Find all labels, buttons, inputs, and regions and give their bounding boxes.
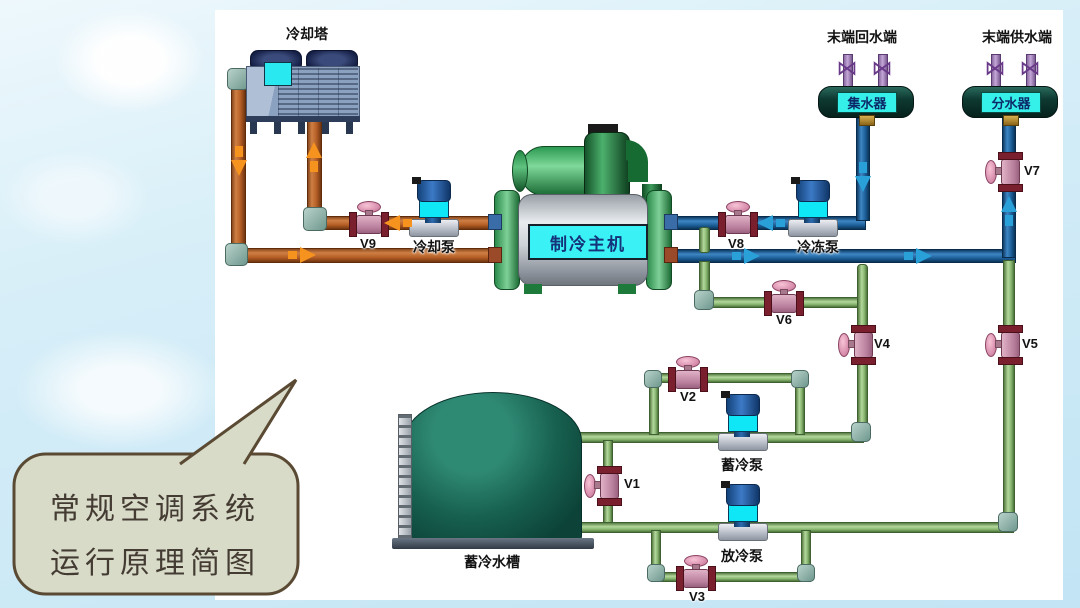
elbow-v5-bottom [998,512,1018,532]
valve-v5 [985,323,1025,365]
storage-pump-label: 蓄冷泵 [721,457,763,473]
valve-v6-label: V6 [776,312,792,327]
valve-v3-label: V3 [689,589,705,604]
cloud-glow [55,8,205,113]
valve-v3 [675,555,716,595]
elbow-tower-riser [303,207,327,231]
speech-bubble [12,378,300,596]
chiller-motor [584,132,630,202]
valve-v8-label: V8 [728,236,744,251]
valve-v9 [348,201,389,241]
collector-connector [859,115,875,126]
chiller-nozzle-left-top [488,214,502,230]
chiller-unit: 制冷主机 [484,120,684,300]
chiller-foot-left [524,284,542,294]
chiller-compressor-detail [588,124,618,134]
storage-tank [392,390,594,552]
flow-arrow-right [288,247,316,263]
valve-v7 [985,150,1025,192]
tower-screen [264,62,292,86]
chiller-label: 制冷主机 [550,234,626,254]
cooling-pump-label: 冷却泵 [413,239,455,255]
elbow-v6-drop [694,290,714,310]
cooling-tower [244,48,362,134]
chiller-nameplate: 制冷主机 [528,224,648,260]
pipe-cooling-upper [307,216,493,230]
chiller-compressor-cap [512,150,528,192]
discharge-pump-label: 放冷泵 [721,548,763,564]
chiller-nozzle-left-bottom [488,247,502,263]
cloud-lower [15,330,225,450]
riser-valve-icon: ⋈ [871,57,893,80]
distributor-label: 分水器 [991,96,1031,111]
terminal-return-label: 末端回水端 [827,29,897,45]
valve-v2-label: V2 [680,389,696,404]
valve-v4-label: V4 [874,336,890,351]
pipe-v5-vertical [1003,260,1015,526]
flow-arrow-left [384,215,412,231]
elbow-v4-bottom [851,422,871,442]
riser-valve-icon: ⋈ [1019,57,1041,80]
cloud-mid [0,150,150,245]
elbow-v3-right [797,564,815,582]
flow-arrow-left [757,215,785,231]
tank-ladder [398,414,412,542]
distributor-header: 分水器 [962,86,1058,126]
elbow-v2-right [791,370,809,388]
cooling-tower-label: 冷却塔 [286,26,328,42]
bubble-title-line2: 运行原理简图 [50,547,260,580]
collector-header: 集水器 [818,86,914,126]
flow-arrow-right [732,248,760,264]
valve-v9-label: V9 [360,236,376,251]
elbow-cooling-bottom-left [225,243,248,266]
elbow-v3-left [647,564,665,582]
pipe-discharge-line [578,522,1014,533]
valve-v1-label: V1 [624,476,640,491]
riser-valve-icon: ⋈ [984,57,1006,80]
valve-v6 [763,280,804,320]
flow-arrow-right [904,248,932,264]
chilled-pump [784,177,840,237]
flow-arrow-up [306,142,322,172]
tank-body [404,392,582,542]
collector-label: 集水器 [847,96,887,111]
valve-v2 [667,356,708,396]
chiller-flange-left [494,190,520,290]
flow-arrow-down [855,162,871,192]
valve-v7-label: V7 [1024,163,1040,178]
flow-arrow-down [231,146,247,176]
chiller-discharge-elbow [626,140,648,182]
tower-base [246,116,360,122]
valve-v4 [838,323,878,365]
valve-v1 [584,464,624,506]
elbow-v2-left [644,370,662,388]
chiller-nozzle-right-bottom [664,247,678,263]
discharge-pump [714,481,770,541]
storage-tank-label: 蓄冷水槽 [464,554,520,570]
bubble-title-line1: 常规空调系统 [50,493,260,526]
pipe-bypass-stub [699,227,710,253]
tank-base [392,538,594,549]
riser-valve-icon: ⋈ [836,57,858,80]
storage-pump [714,391,770,451]
tower-legs [250,122,356,134]
chiller-nozzle-right-top [664,214,678,230]
chilled-pump-label: 冷冻泵 [797,239,839,255]
valve-v8 [717,201,758,241]
terminal-supply-label: 末端供水端 [982,29,1052,45]
valve-v5-label: V5 [1022,336,1038,351]
chiller-flange-right [646,190,672,290]
distributor-connector [1003,115,1019,126]
cooling-pump [405,177,461,237]
flow-arrow-up [1001,196,1017,226]
chiller-foot-right [618,284,636,294]
